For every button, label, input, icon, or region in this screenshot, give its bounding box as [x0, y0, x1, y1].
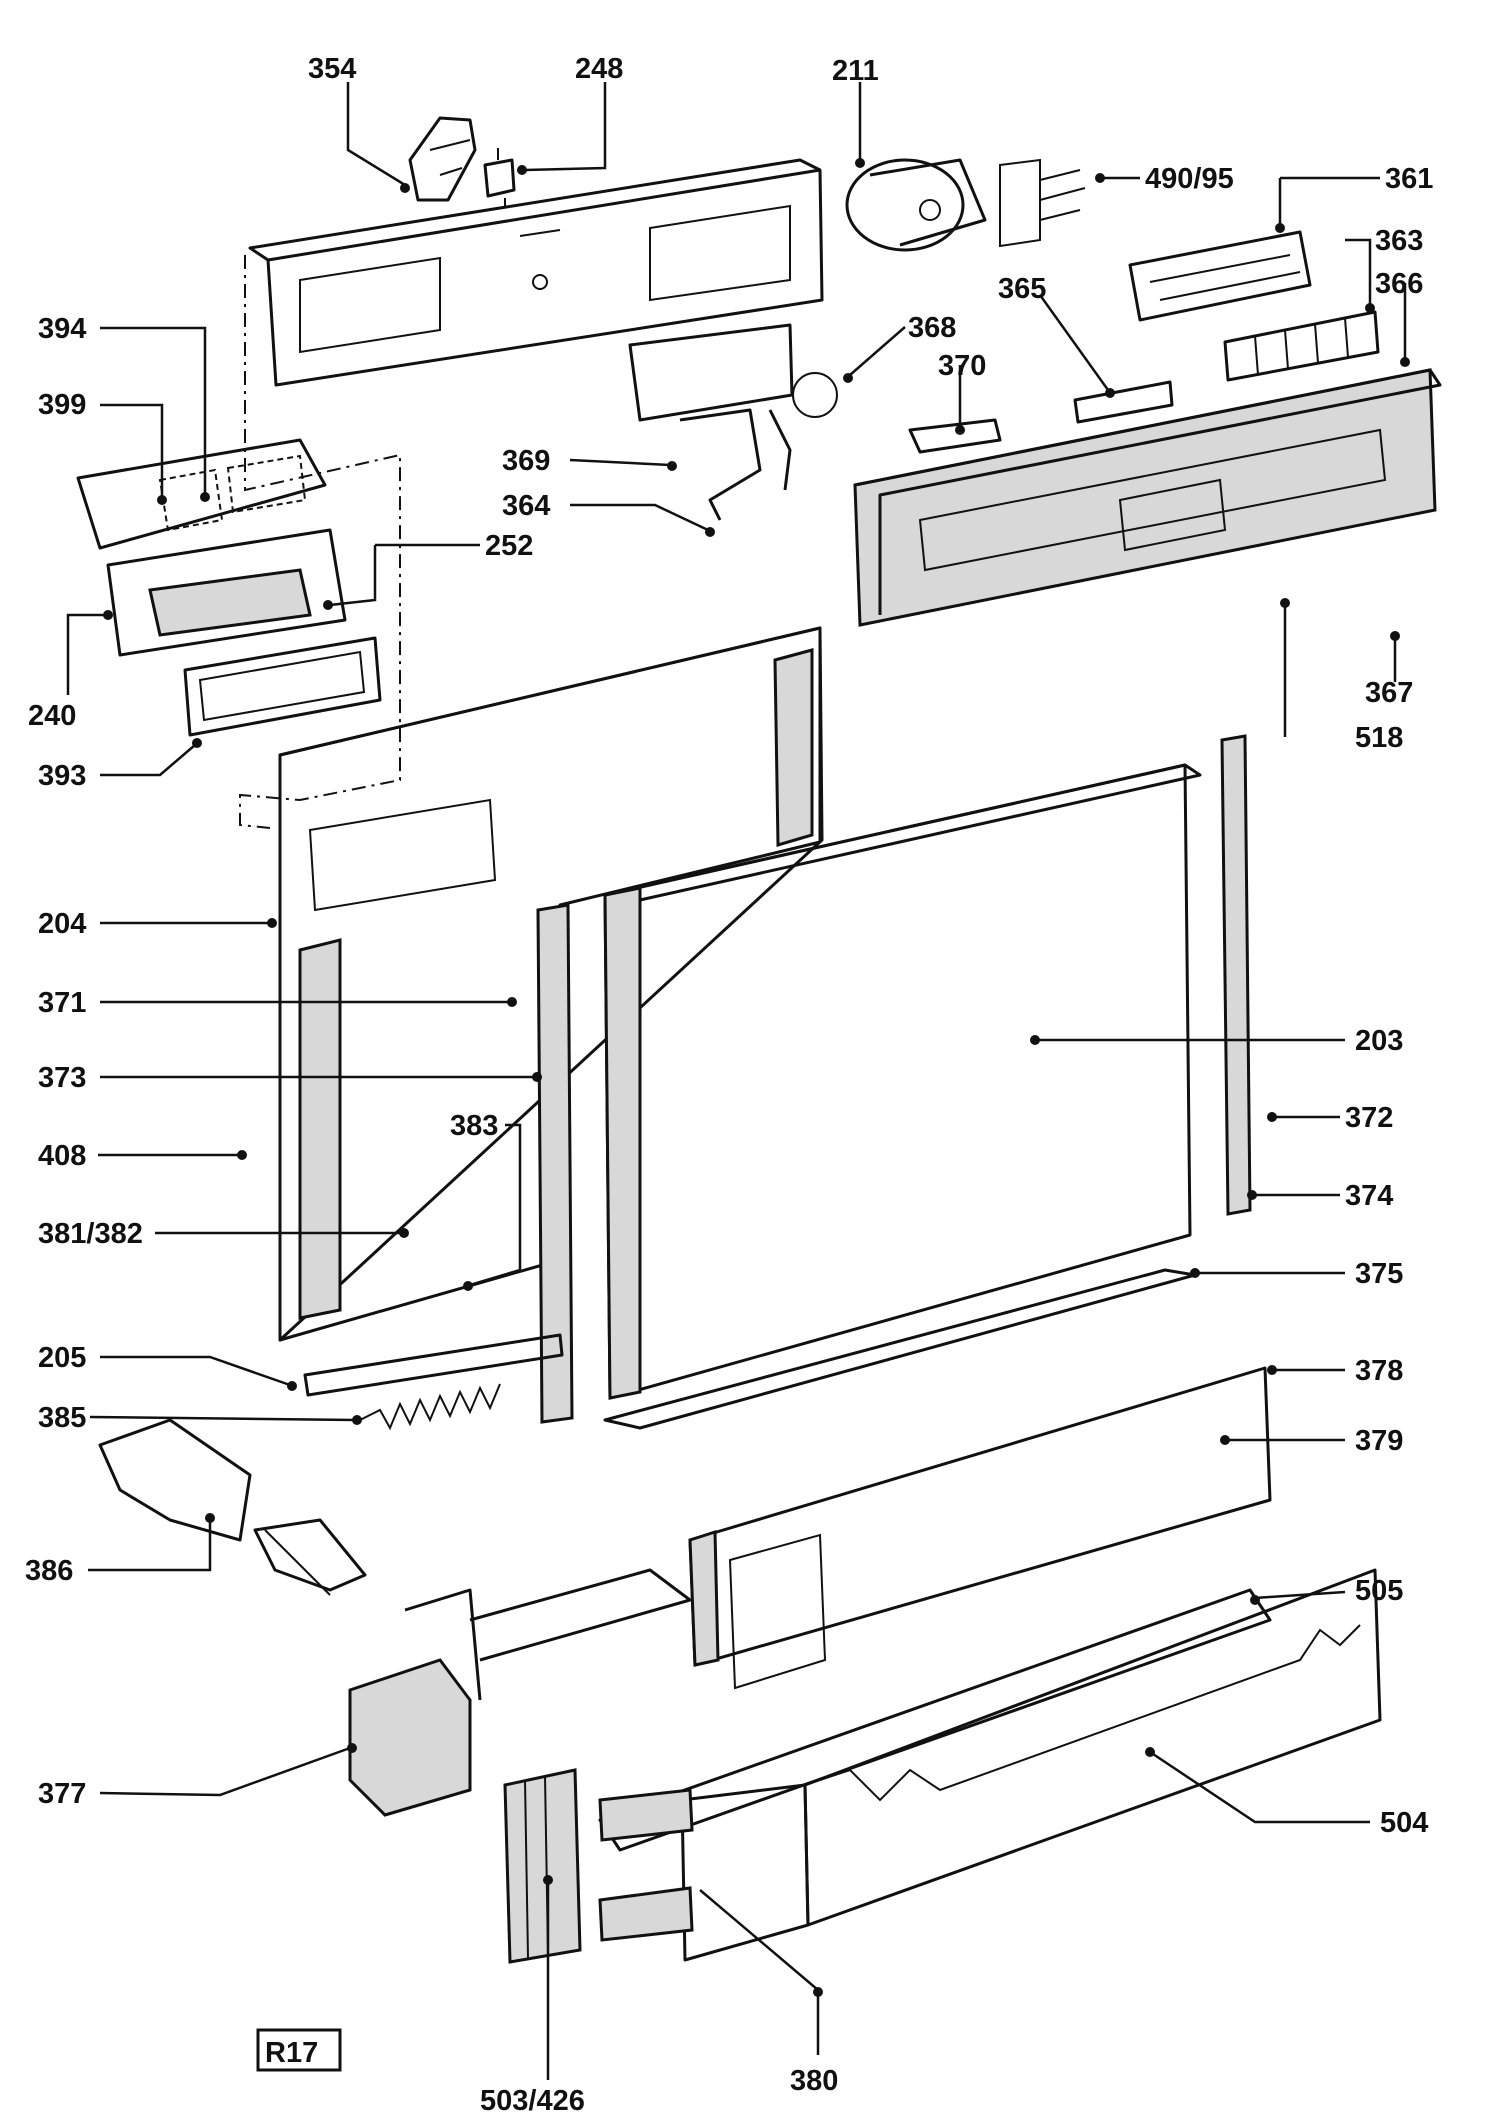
label-393: 393	[38, 760, 86, 792]
label-366: 366	[1375, 268, 1423, 300]
label-394: 394	[38, 313, 86, 345]
part-366-control-panel	[853, 368, 1442, 627]
sheet-code-box: R17	[256, 2028, 342, 2072]
label-370: 370	[938, 350, 986, 382]
label-504: 504	[1380, 1807, 1428, 1839]
label-365: 365	[998, 273, 1046, 305]
label-240: 240	[28, 700, 76, 732]
part-369-wire	[679, 408, 792, 521]
label-367: 367	[1365, 677, 1413, 709]
label-385: 385	[38, 1402, 86, 1434]
label-399: 399	[38, 389, 86, 421]
label-363: 363	[1375, 225, 1423, 257]
label-369: 369	[502, 445, 550, 477]
label-204: 204	[38, 908, 86, 940]
part-379-plinth-front	[688, 1366, 1272, 1690]
label-374: 374	[1345, 1180, 1393, 1212]
part-393-gasket	[183, 636, 382, 737]
part-385-spring	[359, 1383, 501, 1431]
label-364: 364	[502, 490, 550, 522]
leader-lines	[66, 82, 1410, 2080]
label-375: 375	[1355, 1258, 1403, 1290]
label-252: 252	[485, 530, 533, 562]
label-408: 408	[38, 1140, 86, 1172]
label-381-382: 381/382	[38, 1218, 143, 1250]
label-380: 380	[790, 2065, 838, 2097]
label-386: 386	[25, 1555, 73, 1587]
part-248-switch	[483, 148, 516, 208]
label-368: 368	[908, 312, 956, 344]
part-363-button-block	[1223, 310, 1380, 382]
label-379: 379	[1355, 1425, 1403, 1457]
part-354-bracket	[408, 116, 477, 202]
part-203-door-panel	[603, 763, 1202, 1400]
label-383: 383	[450, 1110, 498, 1142]
label-354: 354	[308, 53, 356, 85]
part-labels: 354 248 211 490/95 361 363 366 365 368 3…	[25, 53, 1433, 2115]
top-bracket-rail	[248, 158, 824, 387]
part-377-foot-bracket	[348, 1568, 692, 1817]
label-518: 518	[1355, 722, 1403, 754]
label-361: 361	[1385, 163, 1433, 195]
part-368-valve	[628, 323, 838, 422]
part-373-strip	[536, 903, 574, 1424]
label-490-95: 490/95	[1145, 163, 1234, 195]
label-371: 371	[38, 987, 86, 1019]
part-375-rail	[603, 1268, 1197, 1430]
part-386-hinge	[98, 1418, 367, 1596]
part-211-timer	[845, 158, 1086, 252]
label-505: 505	[1355, 1575, 1403, 1607]
label-373: 373	[38, 1062, 86, 1094]
part-365-clip	[1073, 380, 1174, 424]
part-370-bracket	[908, 418, 1002, 454]
part-374-strip	[1220, 734, 1252, 1216]
part-205-rail	[303, 1333, 564, 1397]
label-503-426: 503/426	[480, 2085, 585, 2115]
part-503-426-bracket	[503, 1768, 582, 1964]
label-248: 248	[575, 53, 623, 85]
label-211: 211	[832, 55, 879, 87]
label-372: 372	[1345, 1102, 1393, 1134]
part-361-terminal	[1128, 230, 1312, 322]
sheet-code: R17	[265, 2037, 318, 2069]
label-378: 378	[1355, 1355, 1403, 1387]
part-399-dispenser-lid	[76, 438, 327, 550]
label-203: 203	[1355, 1025, 1403, 1057]
part-240-dispenser	[106, 528, 347, 657]
label-205: 205	[38, 1342, 86, 1374]
label-377: 377	[38, 1778, 86, 1810]
assembly-line	[239, 255, 401, 829]
part-504-base-frame	[598, 1568, 1382, 1962]
